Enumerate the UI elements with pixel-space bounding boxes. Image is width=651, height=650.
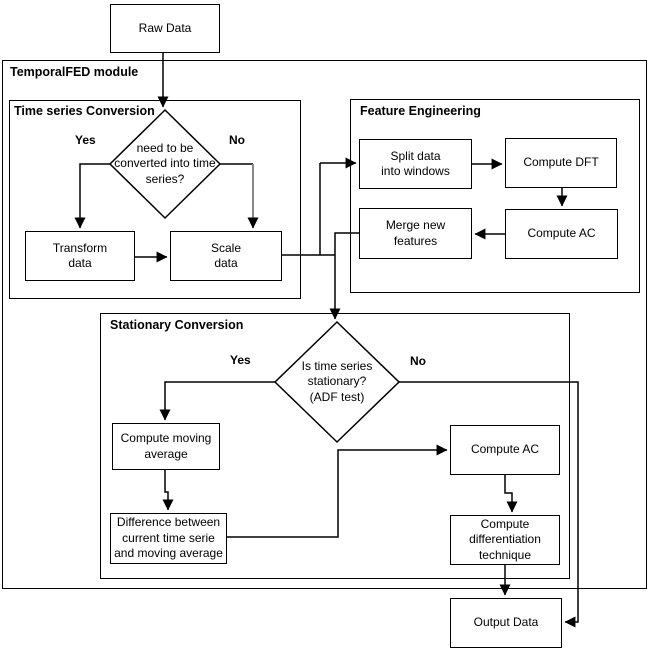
- temporalfed-module-title: TemporalFED module: [10, 65, 139, 79]
- decision-is-stationary-diamond: [273, 320, 401, 444]
- decision-needs-conversion-text: need to be converted into time series?: [114, 140, 216, 186]
- is-stationary-yes-label: Yes: [230, 353, 251, 367]
- edge-decision-yes-to-transform: [74, 163, 110, 229]
- scale-data-label: Scale data: [210, 240, 242, 270]
- edge-merge-to-stationary-decision: [329, 232, 359, 320]
- difference-node: Difference between current time serie an…: [110, 513, 227, 564]
- stationary-conversion-title: Stationary Conversion: [110, 318, 244, 332]
- compute-moving-average-node: Compute moving average: [112, 423, 220, 470]
- edge-ac-to-diff-technique: [504, 475, 518, 513]
- edge-stationary-no-to-output: [399, 381, 579, 628]
- compute-dft-label: Compute DFT: [523, 155, 599, 170]
- time-series-conversion-title: Time series Conversion: [14, 104, 155, 118]
- feature-engineering-box: [350, 99, 640, 293]
- decision-is-stationary-text: Is time series stationary? (ADF test): [301, 358, 373, 404]
- difference-label: Difference between current time serie an…: [114, 515, 223, 561]
- time-series-conversion-box: [9, 100, 301, 299]
- feature-engineering-title: Feature Engineering: [360, 104, 481, 118]
- raw-data-label: Raw Data: [138, 20, 192, 35]
- merge-features-node: Merge new features: [359, 208, 472, 259]
- compute-diff-technique-node: Compute differentiation technique: [450, 515, 560, 565]
- split-data-node: Split data into windows: [359, 139, 472, 189]
- merge-features-label: Merge new features: [385, 218, 446, 248]
- decision-needs-conversion-diamond: [108, 108, 222, 220]
- is-stationary-no-label: No: [410, 354, 426, 368]
- edge-moving-average-to-difference: [162, 470, 174, 511]
- split-data-label: Split data into windows: [381, 148, 450, 178]
- transform-data-node: Transform data: [25, 231, 135, 281]
- output-data-node: Output Data: [450, 598, 562, 648]
- compute-ac-stationary-node: Compute AC: [450, 425, 560, 475]
- compute-ac-stationary-label: Compute AC: [470, 442, 540, 457]
- compute-ac-fe-node: Compute AC: [505, 209, 618, 259]
- compute-ac-fe-label: Compute AC: [527, 226, 596, 241]
- compute-diff-technique-label: Compute differentiation technique: [469, 516, 541, 562]
- compute-dft-node: Compute DFT: [505, 138, 617, 188]
- output-data-label: Output Data: [473, 615, 539, 630]
- needs-conversion-yes-label: Yes: [75, 133, 96, 147]
- needs-conversion-no-label: No: [229, 133, 245, 147]
- temporalfed-module-box: [2, 60, 647, 589]
- edge-difference-to-ac: [227, 444, 448, 538]
- transform-data-label: Transform data: [52, 240, 108, 270]
- compute-moving-average-label: Compute moving average: [120, 431, 212, 461]
- edge-stationary-yes-to-moving-average: [159, 381, 275, 421]
- raw-data-node: Raw Data: [110, 4, 220, 53]
- scale-data-node: Scale data: [170, 231, 282, 281]
